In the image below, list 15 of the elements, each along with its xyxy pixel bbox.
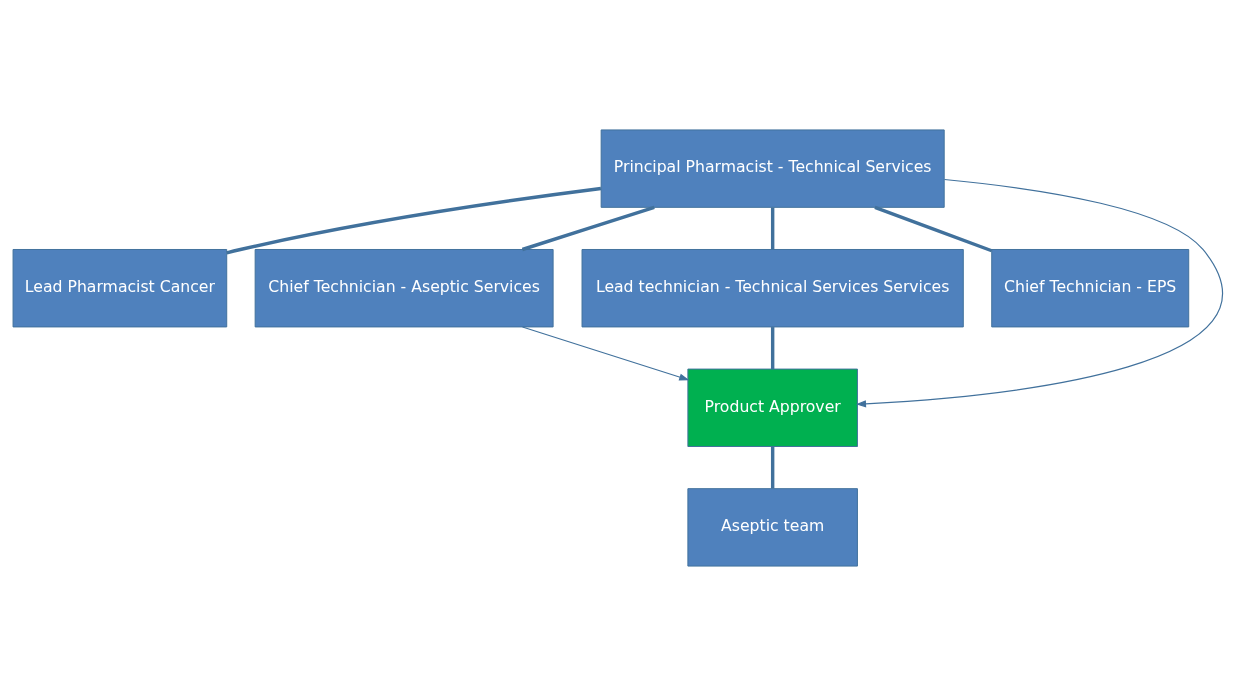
connector [770,207,775,250]
arrow [521,326,690,381]
node-box: Lead Pharmacist Cancer [12,249,228,328]
node-box: Lead technician - Technical Services Services [581,249,964,328]
node-box: Chief Technician - EPS [991,249,1190,328]
arrow [855,178,1223,408]
connector [874,205,993,253]
connector [770,327,775,369]
node-box: Product Approver [687,368,858,447]
node-box: Principal Pharmacist - Technical Services [600,129,945,208]
node-box: Chief Technician - Aseptic Services [254,249,554,328]
connector [521,205,655,252]
connector [226,186,602,255]
connector [770,446,775,489]
node-box: Aseptic team [687,488,858,567]
